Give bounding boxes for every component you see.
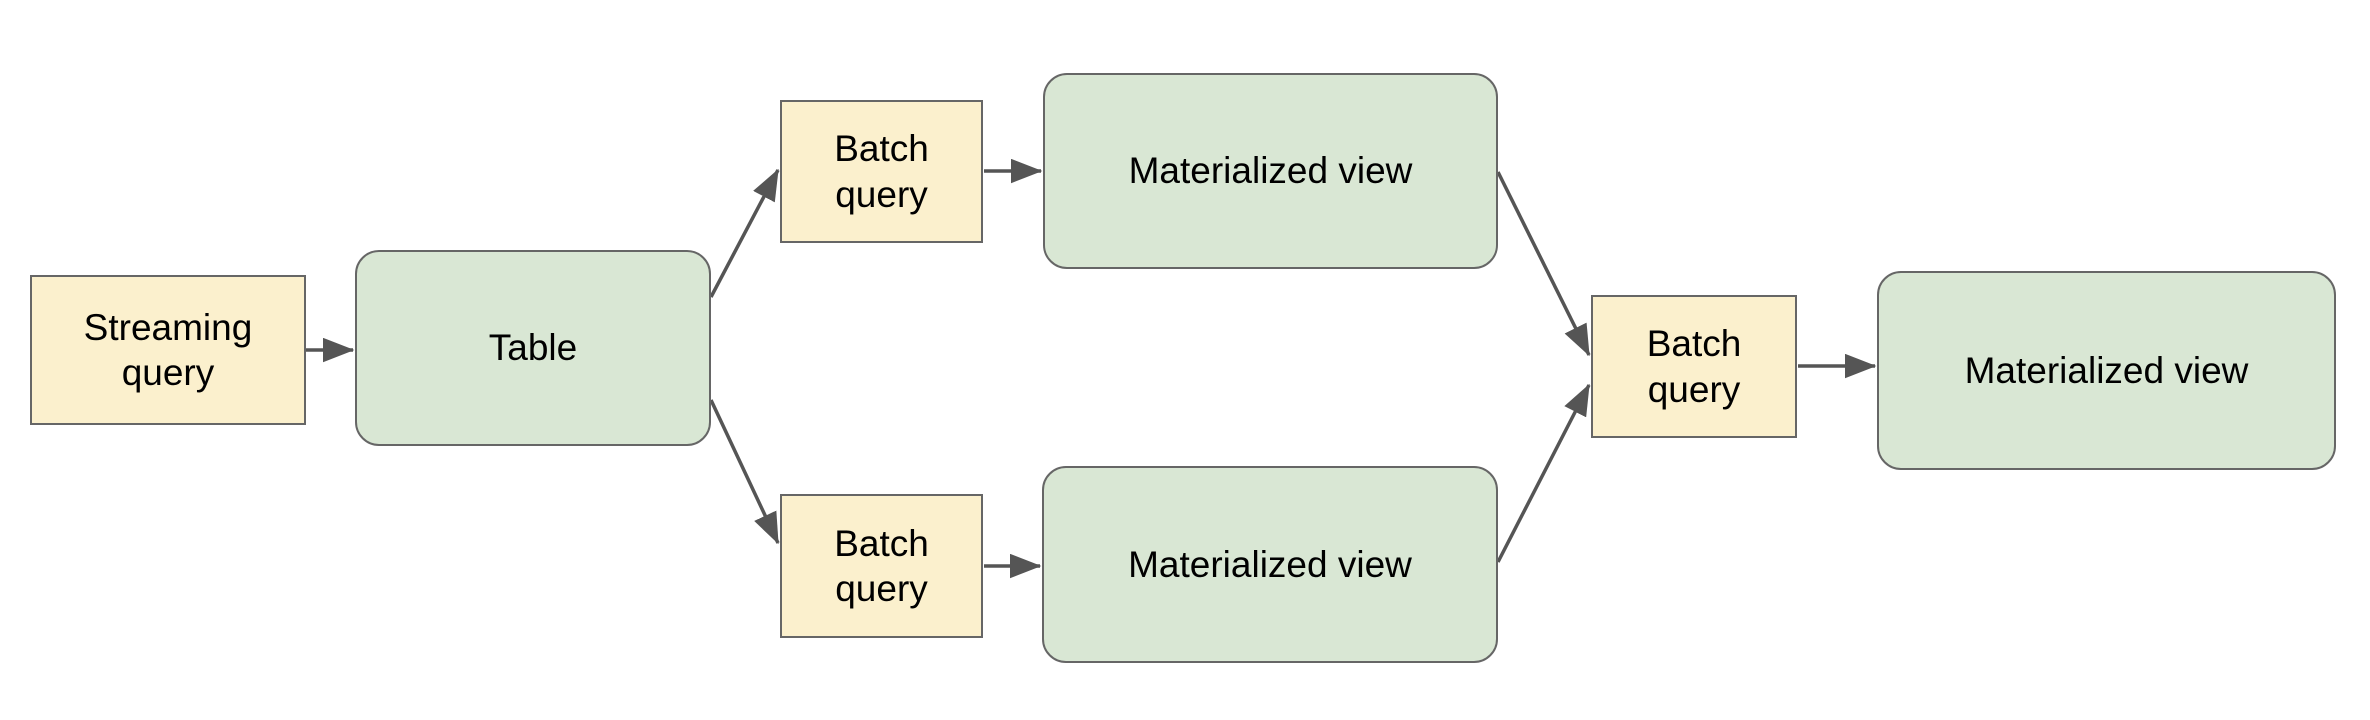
node-label: Table [488,327,578,369]
node-streaming-query[interactable]: Streaming query [30,275,306,425]
node-batch-query-top[interactable]: Batch query [780,100,983,243]
node-label: Materialized view [1964,349,2249,391]
node-materialized-view-bottom[interactable]: Materialized view [1042,466,1498,663]
node-label: Materialized view [1128,543,1412,585]
node-table[interactable]: Table [355,250,711,446]
edge-mv-bot-to-batch-query-mid [1496,383,1591,563]
node-label: Batch query [834,128,929,215]
node-batch-query-middle[interactable]: Batch query [1591,295,1797,438]
edge-table-to-batch-query-bot [709,399,780,545]
node-materialized-view-right[interactable]: Materialized view [1877,271,2336,470]
node-materialized-view-top[interactable]: Materialized view [1043,73,1498,269]
edge-table-to-batch-query-top [709,168,780,298]
edge-mv-top-to-batch-query-mid [1496,171,1591,357]
node-label: Batch query [1646,323,1742,410]
node-label: Materialized view [1128,150,1413,192]
node-batch-query-bottom[interactable]: Batch query [780,494,983,638]
node-label: Batch query [834,522,929,609]
node-label: Streaming query [83,306,253,393]
